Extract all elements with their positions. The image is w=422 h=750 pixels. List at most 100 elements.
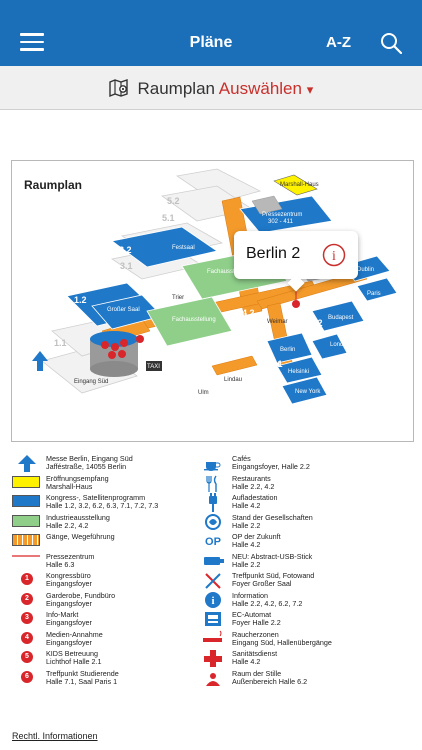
label-hall-5-1: 5.1 — [162, 213, 175, 223]
legend-label: Stand der Gesellschaften Halle 2.2 — [232, 512, 313, 530]
atm-icon — [198, 610, 228, 630]
label-marshall-haus: Marshall-Haus — [280, 182, 319, 188]
legend-label: Sanitätsdienst Halle 4.2 — [232, 649, 278, 667]
plan-legend: Messe Berlin, Eingang Süd Jafféstraße, 1… — [0, 450, 422, 700]
society-icon — [198, 513, 228, 533]
legend-number-marker: 1 — [12, 571, 42, 591]
label-hall-5-2: 5.2 — [167, 196, 180, 206]
label-hall-2-2: 2.2 — [199, 348, 212, 358]
svg-text:i: i — [332, 249, 336, 264]
smoking-icon — [198, 630, 228, 650]
callout-room-name: Berlin 2 — [246, 245, 301, 262]
label-dublin: Dublin — [357, 267, 374, 273]
legend-label: Restaurants Halle 2.2, 4.2 — [232, 473, 275, 491]
legend-label: Medien-Annahme Eingangsfoyer — [46, 629, 103, 647]
label-london: London — [330, 342, 350, 348]
map-pin-icon — [109, 79, 128, 98]
label-pressezentrum-rooms: 302 - 411 — [268, 219, 294, 225]
legend-number-marker: 3 — [12, 610, 42, 630]
charging-icon — [198, 493, 228, 513]
label-fachausstellung-1: Fachausstellung — [207, 269, 251, 275]
label-hall-7-2: 7.2 — [310, 318, 323, 328]
page-title: Pläne — [189, 34, 233, 51]
label-hall-7-1: 7.1 — [270, 359, 283, 369]
label-pressezentrum: Pressezentrum — [262, 212, 302, 218]
choose-button[interactable]: Auswählen — [218, 79, 302, 98]
legend-label: Raucherzonen Eingang Süd, Hallenübergäng… — [232, 629, 332, 647]
label-hall-1-1: 1.1 — [54, 338, 67, 348]
legend-label: NEU: Abstract-USB-Stick Halle 2.2 — [232, 551, 313, 569]
plan-selector[interactable]: Raumplan Auswählen ▾ — [0, 78, 422, 99]
legend-label: Information Halle 2.2, 4.2, 6.2, 7.2 — [232, 590, 303, 608]
label-trier: Trier — [172, 295, 184, 301]
legend-label: Messe Berlin, Eingang Süd Jafféstraße, 1… — [46, 454, 133, 472]
red-line-icon — [12, 552, 42, 572]
legend-label: Pressezentrum Halle 6.3 — [46, 551, 95, 569]
legend-label: KIDS Betreuung Lichthof Halle 2.1 — [46, 649, 102, 667]
info-icon[interactable]: i — [322, 243, 346, 267]
floor-plan[interactable]: Pressezentrum 302 - 411 Festsaal Großer … — [11, 160, 414, 442]
plan-selector-bar: Raumplan Auswählen ▾ — [0, 66, 422, 110]
legend-number-marker: 2 — [12, 591, 42, 611]
label-helsinki: Helsinki — [288, 369, 309, 375]
meeting-icon — [198, 571, 228, 591]
legend-color-swatch — [12, 493, 42, 513]
legend-label: Gänge, Wegeführung — [46, 532, 115, 541]
restaurant-icon — [198, 474, 228, 494]
legend-label: Kongressbüro Eingangsfoyer — [46, 571, 92, 589]
label-hall-3-1: 3.1 — [120, 261, 133, 271]
legend-number-marker: 6 — [12, 669, 42, 689]
legend-label: Treffpunkt Süd, Fotowand Foyer Großer Sa… — [232, 571, 315, 589]
label-budapest: Budapest — [328, 315, 354, 321]
info-icon: i — [198, 591, 228, 611]
top-app-bar: Pläne A-Z — [0, 0, 422, 66]
label-hall-3-2: 3.2 — [119, 245, 132, 255]
search-icon[interactable] — [380, 32, 402, 54]
label-festsaal: Festsaal — [172, 245, 195, 251]
label-hall-7-3: 7.3 — [278, 401, 291, 411]
floor-plan-map[interactable]: Pressezentrum 302 - 411 Festsaal Großer … — [12, 161, 414, 442]
legend-label: Industrieausstellung Halle 2.2, 4.2 — [46, 512, 110, 530]
op-icon: OP — [198, 532, 228, 552]
first-aid-icon — [198, 649, 228, 669]
legend-color-swatch — [12, 474, 42, 494]
chevron-down-icon[interactable]: ▾ — [306, 82, 314, 97]
legend-label: Eröffnungsempfang Marshall-Haus — [46, 473, 109, 491]
legend-label: Info-Markt Eingangsfoyer — [46, 610, 92, 628]
az-index-button[interactable]: A-Z — [326, 34, 351, 51]
label-weimar: Weimar — [267, 319, 288, 325]
menu-icon[interactable] — [20, 33, 44, 51]
legend-color-swatch — [12, 513, 42, 533]
legend-color-swatch — [12, 532, 42, 552]
legal-info-link[interactable]: Rechtl. Informationen — [12, 731, 98, 741]
legend-label: OP der Zukunft Halle 4.2 — [232, 532, 281, 550]
usb-icon — [198, 552, 228, 572]
label-lindau: Lindau — [224, 377, 242, 383]
label-taxi: TAXI — [147, 364, 160, 370]
label-paris: Paris — [367, 291, 381, 297]
legend-label: Cafés Eingangsfoyer, Halle 2.2 — [232, 454, 310, 472]
legend-number-marker: 5 — [12, 649, 42, 669]
label-eingang-sued: Eingang Süd — [74, 379, 108, 385]
silence-icon — [198, 669, 228, 689]
svg-text:OP: OP — [205, 536, 221, 548]
legend-number-marker: 4 — [12, 630, 42, 650]
legend-label: Treffpunkt Studierende Halle 7.1, Saal P… — [46, 668, 119, 686]
plan-title: Raumplan — [24, 178, 83, 192]
label-fachausstellung-2: Fachausstellung — [172, 317, 216, 323]
plan-selector-label: Raumplan — [137, 79, 216, 98]
legend-label: EC-Automat Foyer Halle 2.2 — [232, 610, 281, 628]
legend-label: Garderobe, Fundbüro Eingangsfoyer — [46, 590, 116, 608]
label-hall-4-2: 4.2 — [242, 308, 255, 318]
label-hall-1-2: 1.2 — [74, 295, 87, 305]
label-ulm: Ulm — [198, 390, 209, 396]
cafe-icon — [198, 454, 228, 474]
arrow-up-icon — [12, 454, 42, 474]
label-new-york: New York — [295, 389, 321, 395]
label-berlin: Berlin — [280, 347, 295, 353]
label-grosser-saal: Großer Saal — [107, 307, 140, 313]
room-callout[interactable]: Berlin 2 i — [234, 231, 358, 292]
legend-label: Kongress-, Satellitenprogramm Halle 1.2,… — [46, 493, 159, 511]
svg-text:i: i — [211, 595, 214, 607]
legend-label: Raum der Stille Außenbereich Halle 6.2 — [232, 668, 308, 686]
